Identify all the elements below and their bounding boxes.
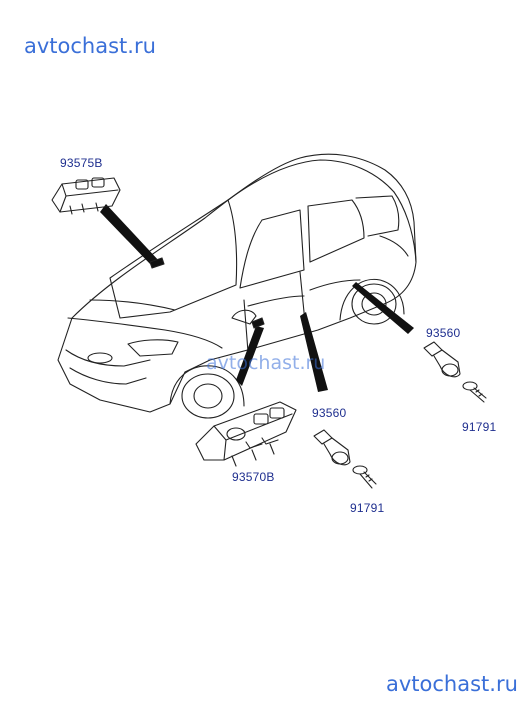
switch-93570b-illustration bbox=[195, 401, 297, 467]
door-switch-front-illustration bbox=[313, 429, 351, 466]
watermark-top: avtochast.ru bbox=[24, 34, 156, 58]
part-label-91791-front: 91791 bbox=[350, 501, 385, 515]
leader-pointers bbox=[100, 204, 414, 392]
watermark-bottom: avtochast.ru bbox=[386, 672, 518, 696]
car-illustration bbox=[57, 153, 417, 419]
part-label-91791-rear: 91791 bbox=[462, 420, 497, 434]
switch-93575b-illustration bbox=[51, 177, 121, 215]
door-switch-rear-illustration bbox=[423, 341, 461, 378]
screw-front-illustration bbox=[352, 465, 377, 489]
part-label-93560-rear: 93560 bbox=[426, 326, 461, 340]
part-label-93575b: 93575B bbox=[60, 156, 103, 170]
part-label-93560-front: 93560 bbox=[312, 406, 347, 420]
watermark-middle: avtochast.ru bbox=[206, 352, 326, 374]
screw-rear-illustration bbox=[462, 381, 487, 403]
part-label-93570b: 93570B bbox=[232, 470, 275, 484]
